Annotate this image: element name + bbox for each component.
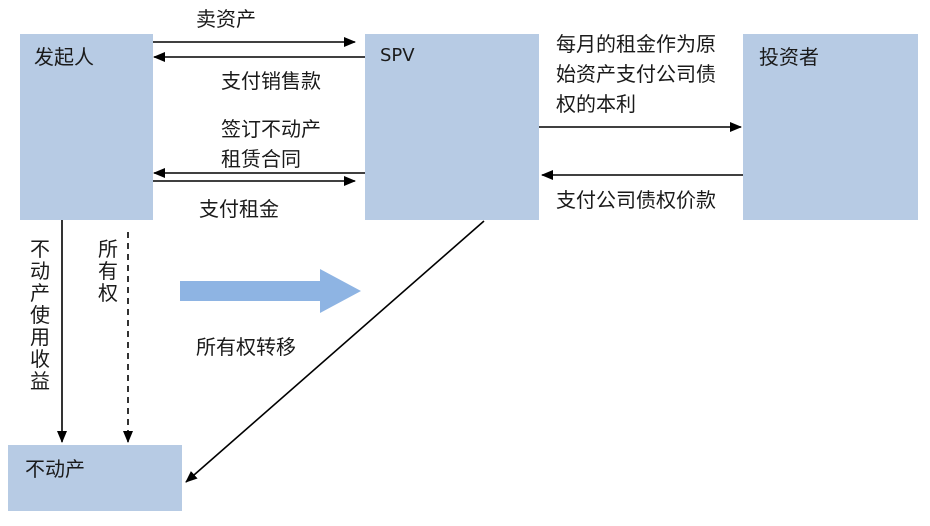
spv-to-property-arrow <box>185 220 485 483</box>
usage-rights-label: 不动产使用收益 <box>30 237 50 393</box>
pay-sale-price-label: 支付销售款 <box>221 69 321 93</box>
monthly-rent-label-line1: 每月的租金作为原 <box>556 32 716 56</box>
sign-lease-label-line2: 租赁合同 <box>221 147 301 171</box>
spv-label: SPV <box>380 45 415 66</box>
initiator-label: 发起人 <box>34 45 94 69</box>
spv-box: SPV <box>365 34 539 220</box>
ownership-transfer-block-arrow <box>180 269 361 313</box>
ownership-label: 所有权 <box>98 237 118 305</box>
monthly-rent-label-line2: 始资产支付公司债 <box>556 62 716 86</box>
property-box: 不动产 <box>8 445 182 511</box>
sell-assets-label: 卖资产 <box>196 7 256 31</box>
pay-bond-price-label: 支付公司债权价款 <box>556 188 716 212</box>
pay-rent-label: 支付租金 <box>199 197 279 221</box>
monthly-rent-label-line3: 权的本利 <box>556 92 636 116</box>
property-label: 不动产 <box>25 457 85 481</box>
initiator-box: 发起人 <box>20 34 153 220</box>
investor-label: 投资者 <box>759 45 819 69</box>
sign-lease-label-line1: 签订不动产 <box>221 117 321 141</box>
ownership-transfer-label: 所有权转移 <box>196 335 296 359</box>
investor-box: 投资者 <box>743 34 918 220</box>
